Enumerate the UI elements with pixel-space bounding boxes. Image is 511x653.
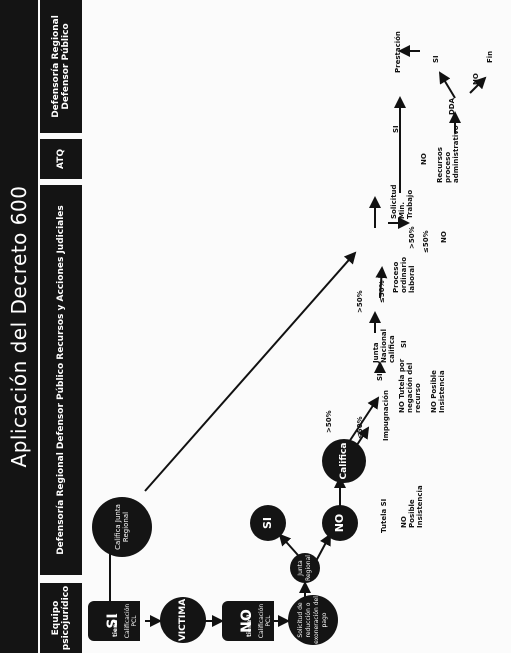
califica-circle: Califica	[322, 439, 366, 483]
arrow-junta-no	[314, 533, 331, 564]
no-label-1: NO	[440, 231, 448, 243]
si-label-2: SI	[400, 340, 408, 348]
si-circle: SI	[250, 505, 286, 541]
no-posible-insistencia-1: NO Posible Insistencia	[400, 485, 424, 528]
proceso-ordinario-label: Proceso ordinario laboral	[392, 256, 416, 293]
calificacion-pcl-box-1: Calificación PCL	[122, 601, 140, 641]
arrow-dda-si	[438, 71, 456, 99]
solicitud-min-trabajo-label: Solicitud Min. Trabajo	[390, 184, 414, 219]
no-label-3: NO	[472, 73, 480, 85]
victima-label: VICTIMA	[178, 598, 188, 642]
le50-label-1: ≤50%	[378, 280, 386, 303]
si-circle-label: SI	[261, 517, 274, 530]
tiene1-label-1: tiene 1	[112, 613, 119, 637]
califica-label: Califica	[339, 442, 349, 480]
si-label-4: SI	[432, 55, 440, 63]
no-circle: NO	[322, 505, 358, 541]
dda-label: DDA	[448, 97, 456, 115]
le50-label-2: ≤50%	[422, 230, 430, 253]
impugnacion-label: Impugnación	[382, 390, 390, 441]
gt50-label-1: >50%	[325, 410, 333, 433]
si-label-1: SI	[376, 373, 384, 381]
si-label-3: SI	[392, 125, 400, 133]
no-posible-insistencia-2: NO Posible Insistencia	[430, 370, 446, 413]
arrow-califica-junta-to-junta-nacional	[144, 251, 357, 492]
junta-nacional-label: Junta Nacional califica	[372, 328, 396, 363]
recursos-proceso-label: Recursos proceso administrativo	[436, 125, 460, 183]
tiene1-label-2: tiene 1	[246, 613, 253, 637]
prestacion-label: Prestación	[394, 31, 402, 73]
fin-label: Fin	[486, 50, 494, 63]
junta-regional-circle: Junta Regional	[290, 553, 320, 583]
tutela-si-label: Tutela SI	[380, 498, 388, 533]
lt50-label-1: <50%	[356, 416, 364, 439]
no-tutela-label: NO Tutela por negación del recurso	[398, 358, 422, 413]
calificacion-pcl-box-2: Calificación PCL	[256, 601, 274, 641]
victima-circle: VICTIMA	[160, 597, 206, 643]
califica-junta-regional-circle: Califica Junta Regional	[92, 497, 152, 557]
solicitud-reduccion-circle: Solicitud de reducción o exoneración del…	[288, 595, 338, 645]
no-label-2: NO	[420, 153, 428, 165]
gt50-label-3: >50%	[408, 226, 416, 249]
gt50-label-2: >50%	[356, 290, 364, 313]
no-circle-label: NO	[333, 513, 346, 533]
arrow-dda-no	[469, 76, 487, 94]
arrow-gt50-solicitud	[375, 266, 388, 299]
